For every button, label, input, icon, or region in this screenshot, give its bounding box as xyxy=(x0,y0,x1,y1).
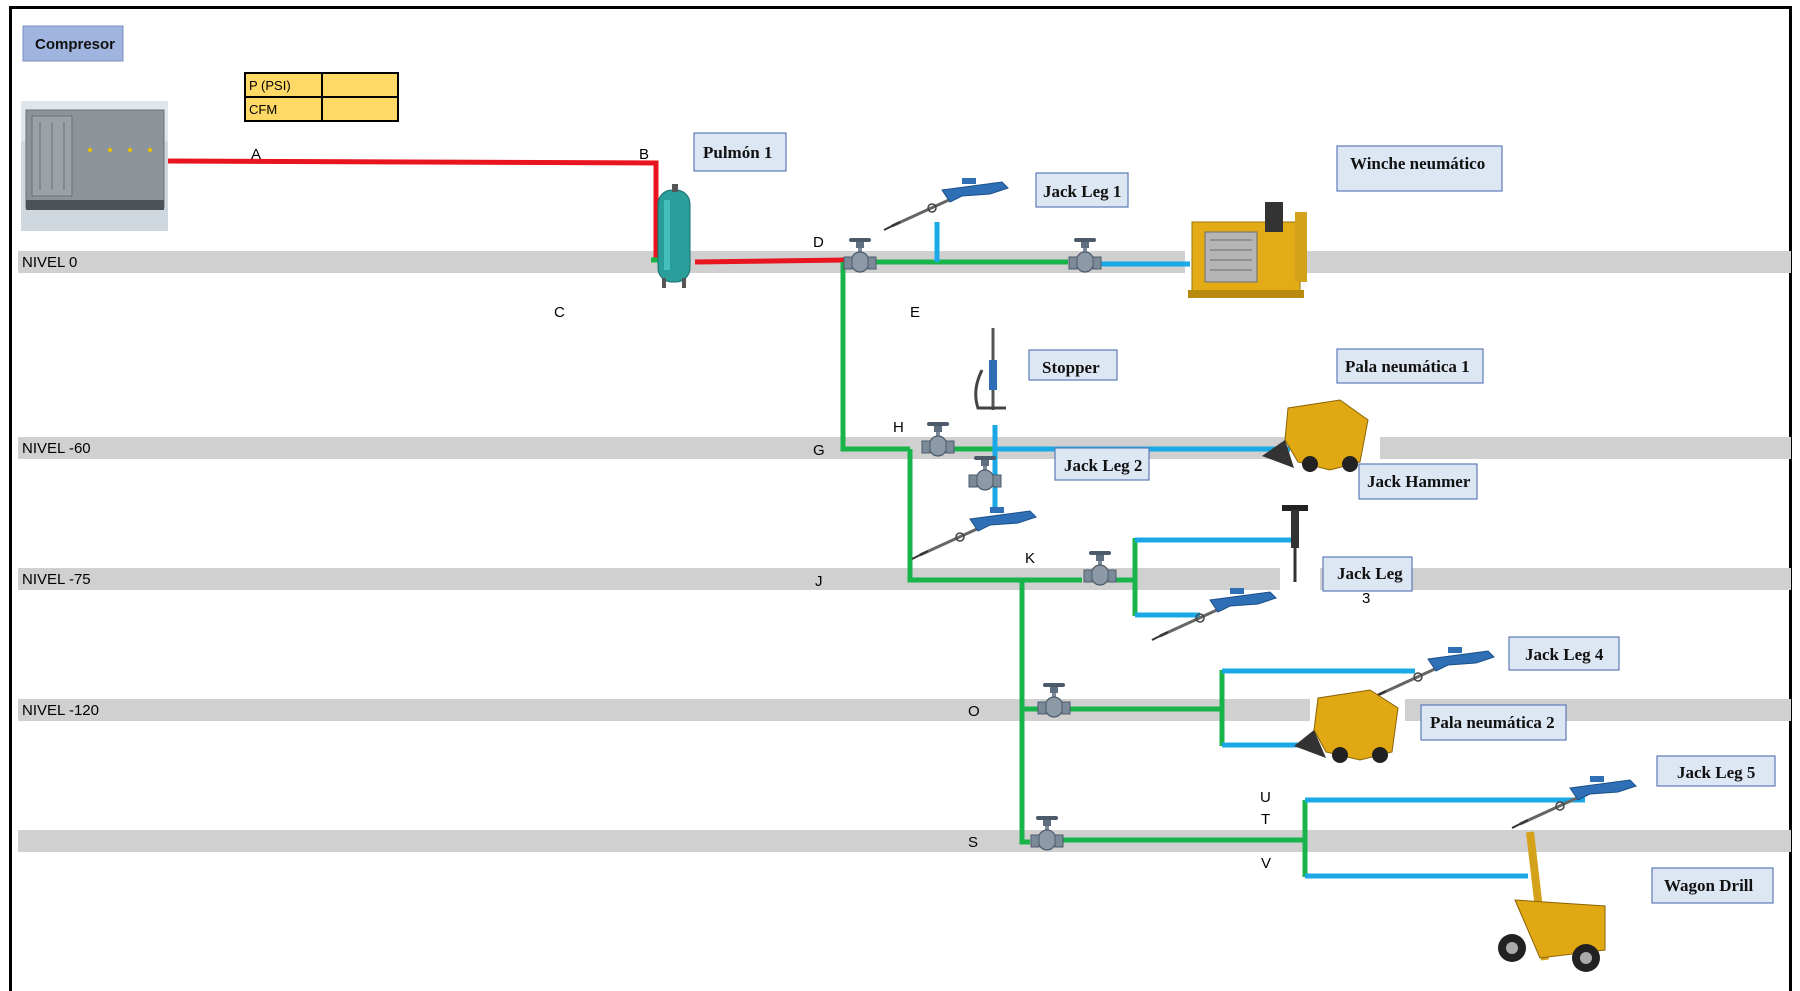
point-label: V xyxy=(1261,855,1271,872)
point-label: E xyxy=(910,304,920,321)
level-band-bottom xyxy=(18,830,1791,852)
point-label: J xyxy=(815,573,823,590)
callout-label-suffix: 3 xyxy=(1362,590,1370,607)
point-label: D xyxy=(813,234,824,251)
callout-label: Jack Leg 1 xyxy=(1043,182,1121,201)
callout-jackhammer[interactable]: Jack Hammer xyxy=(1359,464,1477,499)
callout-label: Jack Leg 4 xyxy=(1525,645,1604,664)
callout-jackleg5[interactable]: Jack Leg 5 xyxy=(1657,756,1775,786)
point-label: C xyxy=(554,304,565,321)
callout-label: Jack Hammer xyxy=(1367,472,1471,491)
point-label: K xyxy=(1025,550,1035,567)
jackleg-drill-icon xyxy=(884,178,1008,230)
point-label: G xyxy=(813,442,825,459)
callout-jackleg1[interactable]: Jack Leg 1 xyxy=(1036,173,1128,207)
level-label: NIVEL -120 xyxy=(22,702,99,719)
wagon-drill-icon xyxy=(1498,832,1605,972)
input-table: P (PSI) CFM xyxy=(245,73,398,121)
callout-label: Winche neumático xyxy=(1350,154,1485,173)
point-label: B xyxy=(639,146,649,163)
point-label: H xyxy=(893,419,904,436)
level-label: NIVEL -75 xyxy=(22,571,91,588)
winche-icon xyxy=(1188,202,1307,298)
callout-label: Jack Leg 2 xyxy=(1064,456,1142,475)
pulmon-tank-icon xyxy=(658,184,690,288)
jackleg-drill-icon xyxy=(912,507,1036,559)
point-label: U xyxy=(1260,789,1271,806)
level-label: NIVEL -60 xyxy=(22,440,91,457)
callout-pulmon[interactable]: Pulmón 1 xyxy=(694,133,786,171)
callout-winche[interactable]: Winche neumático xyxy=(1337,146,1502,191)
callout-jackleg2[interactable]: Jack Leg 2 xyxy=(1055,448,1149,480)
callout-jackleg3[interactable]: Jack Leg 3 xyxy=(1323,557,1412,607)
level-band-75 xyxy=(18,568,1791,590)
callout-label: Pulmón 1 xyxy=(703,143,772,162)
title-box: Compresor xyxy=(23,26,123,61)
callout-pala2[interactable]: Pala neumática 2 xyxy=(1421,705,1566,740)
stopper-drill-icon xyxy=(976,328,1006,410)
point-label: A xyxy=(251,146,261,163)
callout-wagon[interactable]: Wagon Drill xyxy=(1652,868,1773,903)
red-pipe-pulmon-d xyxy=(695,260,845,262)
callout-label: Jack Leg 5 xyxy=(1677,763,1755,782)
callout-label: Stopper xyxy=(1042,358,1100,377)
callout-pala1[interactable]: Pala neumática 1 xyxy=(1337,349,1483,383)
compressor-icon xyxy=(21,101,168,231)
red-pipe-ab xyxy=(168,161,656,180)
point-label: T xyxy=(1261,811,1270,828)
callout-label: Pala neumática 2 xyxy=(1430,713,1555,732)
callout-label: Pala neumática 1 xyxy=(1345,357,1470,376)
title-text: Compresor xyxy=(35,36,115,53)
input-label-cfm: CFM xyxy=(249,102,277,117)
point-label: O xyxy=(968,703,980,720)
callout-jackleg4[interactable]: Jack Leg 4 xyxy=(1509,637,1619,670)
level-bands xyxy=(18,251,1791,852)
input-label-pressure: P (PSI) xyxy=(249,78,291,93)
callout-stopper[interactable]: Stopper xyxy=(1029,350,1117,380)
callout-label: Wagon Drill xyxy=(1664,876,1754,895)
pala-neumatica-1-icon xyxy=(1262,400,1368,472)
level-label: NIVEL 0 xyxy=(22,254,77,271)
callout-label: Jack Leg xyxy=(1337,564,1403,583)
point-label: S xyxy=(968,834,978,851)
